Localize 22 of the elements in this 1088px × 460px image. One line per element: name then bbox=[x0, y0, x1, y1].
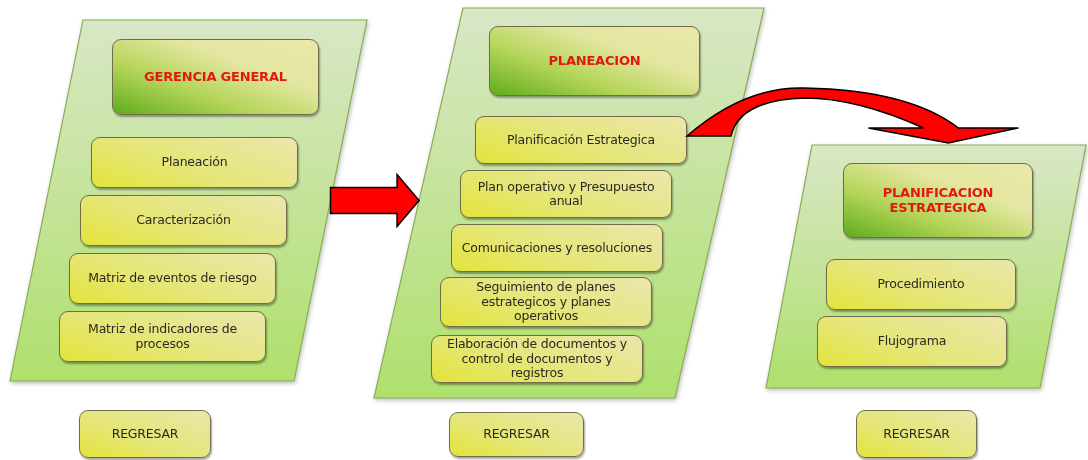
block-arrow bbox=[329, 172, 421, 229]
back-button: REGRESAR bbox=[449, 412, 584, 457]
process-box: Matriz de indicadores de procesos bbox=[59, 311, 266, 362]
parallelogram-panel bbox=[10, 20, 367, 381]
process-box: Comunicaciones y resoluciones bbox=[451, 224, 663, 272]
parallelogram-panel bbox=[766, 145, 1086, 388]
process-box: Flujograma bbox=[817, 316, 1007, 367]
back-button: REGRESAR bbox=[856, 410, 977, 458]
process-box: Caracterización bbox=[80, 195, 287, 246]
process-box: Plan operativo y Presupuesto anual bbox=[460, 170, 672, 218]
parallelogram-panel bbox=[374, 8, 764, 398]
curved-arrow bbox=[686, 87, 1020, 144]
header-box: PLANEACION bbox=[489, 26, 700, 96]
process-box: Elaboración de documentos y control de documentos y registros bbox=[431, 335, 643, 383]
back-button: REGRESAR bbox=[79, 410, 211, 458]
process-box: Matriz de eventos de riesgo bbox=[69, 253, 276, 304]
process-box: Seguimiento de planes estrategicos y planes operativos bbox=[440, 277, 652, 327]
process-box: Procedimiento bbox=[826, 259, 1016, 310]
header-box: GERENCIA GENERAL bbox=[112, 39, 319, 115]
process-box: Planeación bbox=[91, 137, 298, 188]
process-box: Planificación Estrategica bbox=[475, 116, 687, 164]
header-box: PLANIFICACION ESTRATEGICA bbox=[843, 163, 1033, 238]
